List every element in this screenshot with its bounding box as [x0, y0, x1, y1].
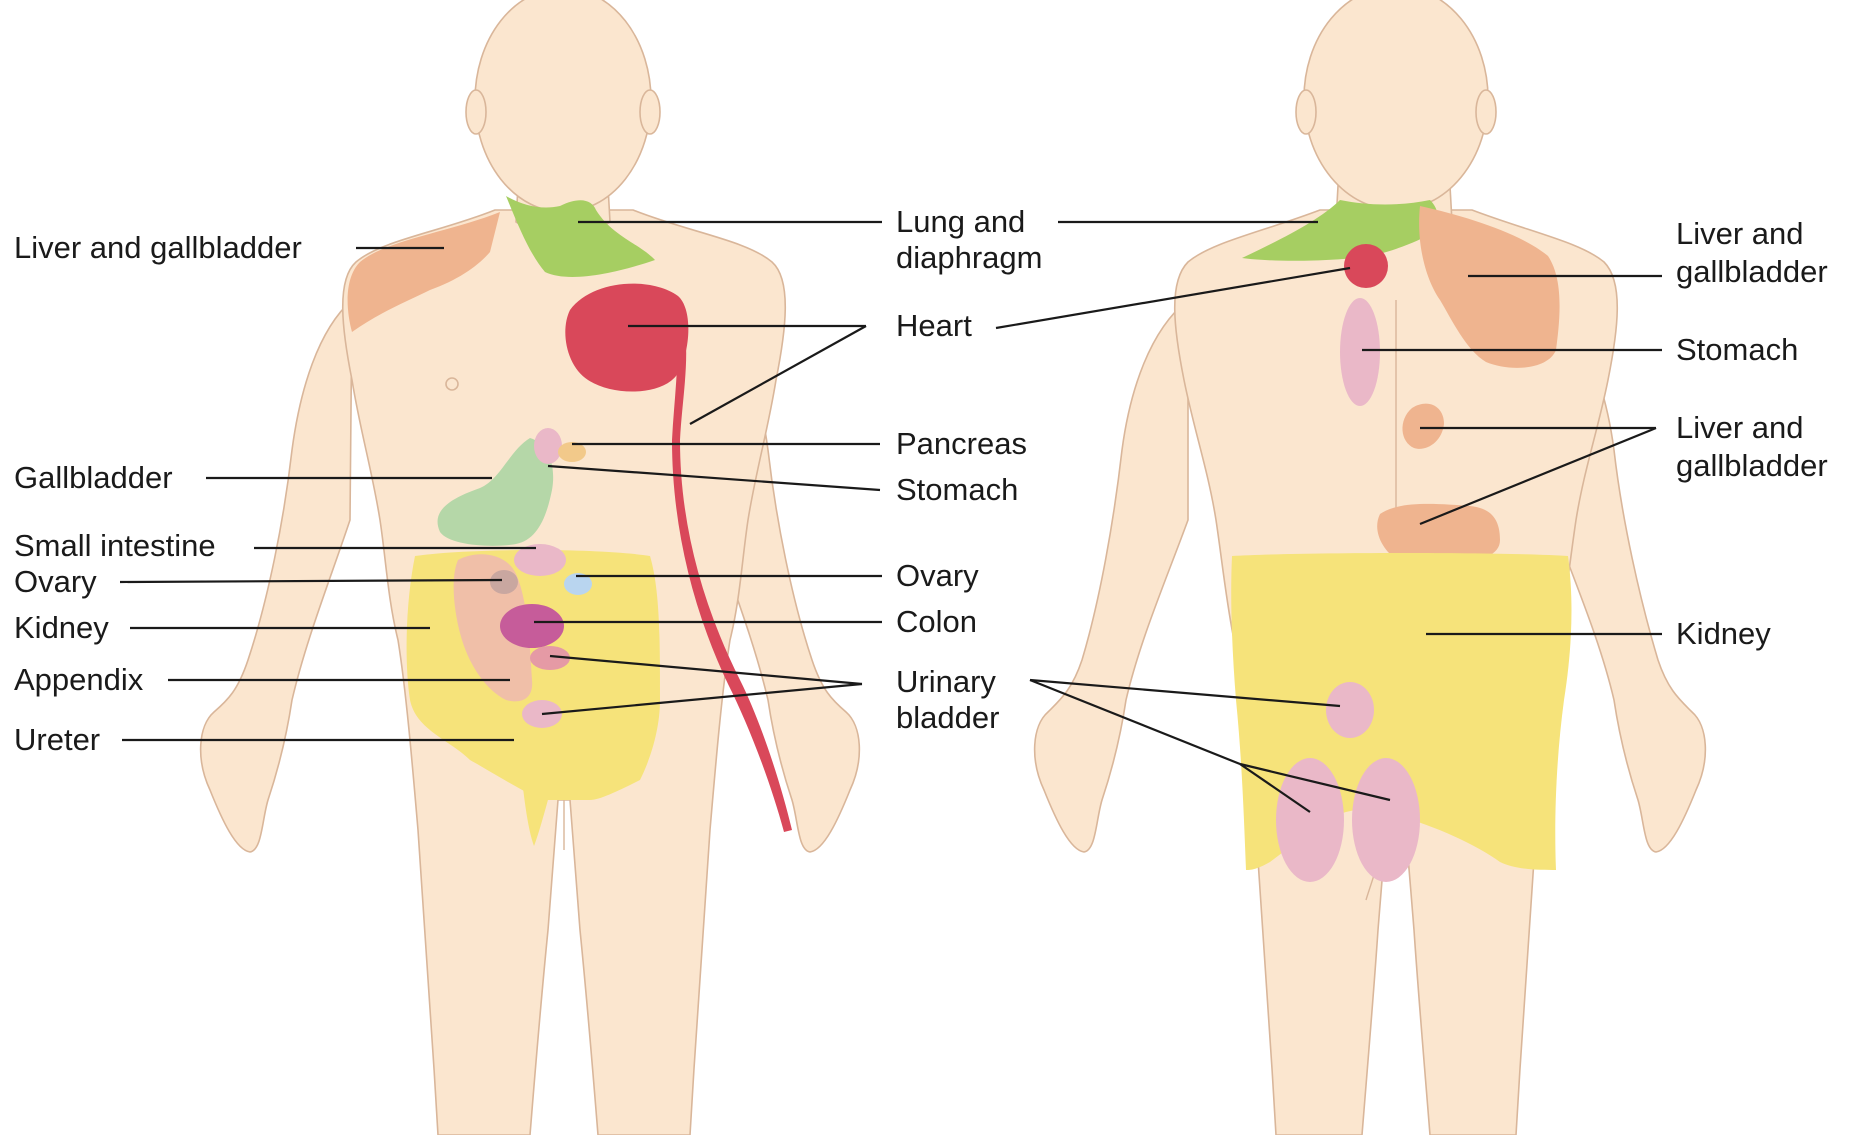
anterior-heart-zone [565, 284, 688, 392]
label-anterior-urinary-bladder-line2: bladder [896, 700, 999, 735]
label-anterior-lung-diaphragm: Lung and [896, 204, 1025, 239]
label-posterior-stomach: Stomach [1676, 332, 1798, 367]
posterior-urinary-bladder-zone [1326, 682, 1374, 738]
posterior-left-buttock-zone [1276, 758, 1344, 882]
label-anterior-small-intestine: Small intestine [14, 528, 216, 563]
label-anterior-ovary-right: Ovary [896, 558, 979, 593]
label-anterior-ovary-left: Ovary [14, 564, 97, 599]
label-anterior-stomach: Stomach [896, 472, 1018, 507]
posterior-stomach-zone [1340, 298, 1380, 406]
anterior-ovary-left-zone [490, 570, 518, 594]
anterior-pancreas-zone [534, 428, 562, 464]
label-anterior-heart: Heart [896, 308, 972, 343]
label-posterior-liver-gallbladder-top-line2: gallbladder [1676, 254, 1828, 289]
posterior-head [1304, 0, 1488, 210]
posterior-left-arm [1035, 300, 1188, 852]
anterior-colon-zone [500, 604, 564, 648]
label-posterior-kidney: Kidney [1676, 616, 1771, 651]
label-anterior-ureter: Ureter [14, 722, 100, 757]
label-anterior-lung-diaphragm-line2: diaphragm [896, 240, 1042, 275]
label-anterior-pancreas: Pancreas [896, 426, 1027, 461]
label-posterior-liver-gallbladder-top: Liver and [1676, 216, 1804, 251]
label-posterior-liver-gallbladder-mid-line2: gallbladder [1676, 448, 1828, 483]
label-anterior-appendix: Appendix [14, 662, 144, 697]
posterior-right-buttock-zone [1352, 758, 1420, 882]
label-anterior-liver-gallbladder: Liver and gallbladder [14, 230, 302, 265]
label-anterior-gallbladder: Gallbladder [14, 460, 173, 495]
label-anterior-urinary-bladder: Urinary [896, 664, 996, 699]
anterior-head [475, 0, 651, 212]
label-anterior-colon: Colon [896, 604, 977, 639]
label-anterior-kidney: Kidney [14, 610, 109, 645]
label-posterior-liver-gallbladder-mid: Liver and [1676, 410, 1804, 445]
posterior-heart-zone [1344, 244, 1388, 288]
anterior-right-arm [201, 300, 352, 852]
